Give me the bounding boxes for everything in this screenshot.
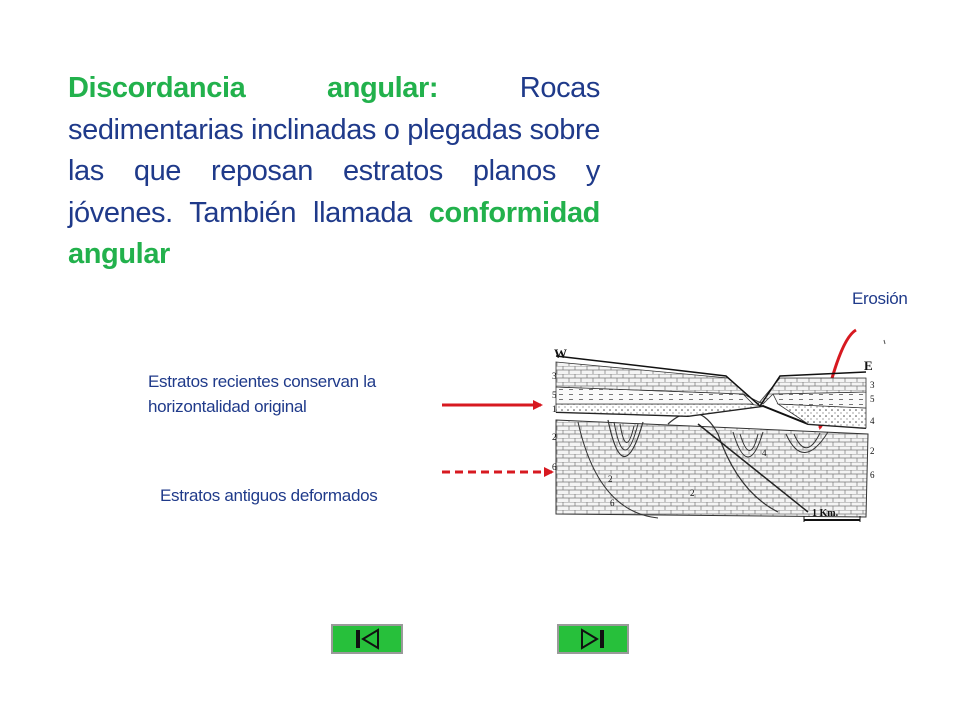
term-heading: Discordancia angular:	[68, 72, 439, 104]
last-slide-button[interactable]	[557, 624, 629, 654]
folded-strata	[555, 419, 869, 518]
svg-text:3: 3	[552, 371, 557, 381]
old-strata-label: Estratos antiguos deformados	[160, 486, 378, 505]
alternate-term: conformidad angular	[68, 196, 600, 271]
svg-text:2: 2	[608, 474, 613, 484]
west-label: W	[554, 346, 567, 361]
layer-1	[555, 403, 764, 417]
recent-strata-label: Estratos recientes conservan la horizont…	[148, 372, 376, 416]
scale-label: 1 Km.	[812, 508, 839, 519]
svg-text:6: 6	[610, 498, 615, 508]
definition-paragraph: Discordancia angular: Rocas sedimentaria…	[68, 68, 600, 276]
svg-text:5: 5	[552, 390, 557, 400]
cross-section-diagram: W E 3 5 1 2 6 3 5 4 2 6 2 2 6 4 1 Km.	[552, 346, 875, 522]
skip-to-first-icon	[356, 628, 379, 650]
svg-text:6: 6	[870, 470, 875, 480]
svg-text:2: 2	[690, 488, 695, 498]
fault-line	[697, 423, 809, 513]
scale-bar: 1 Km.	[803, 508, 861, 522]
east-label: E	[864, 358, 873, 373]
definition-text: Rocas sedimentarias inclinadas o plegada…	[68, 72, 601, 229]
svg-text:4: 4	[762, 448, 767, 458]
svg-text:1: 1	[552, 404, 557, 414]
svg-text:6: 6	[552, 462, 557, 472]
top-surface	[555, 355, 867, 408]
tick-mark	[883, 339, 886, 345]
skip-to-last-icon	[581, 628, 604, 650]
svg-text:5: 5	[870, 394, 875, 404]
first-slide-button[interactable]	[331, 624, 403, 654]
svg-text:4: 4	[870, 416, 875, 426]
svg-text:2: 2	[552, 432, 557, 442]
erosion-label: Erosión	[852, 289, 908, 308]
svg-text:2: 2	[870, 446, 875, 456]
svg-text:3: 3	[870, 380, 875, 390]
